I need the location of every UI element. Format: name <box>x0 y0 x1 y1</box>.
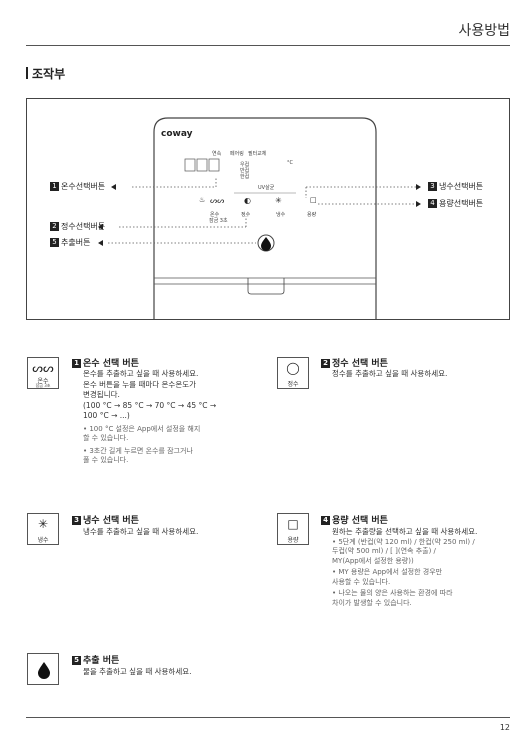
device-outline <box>153 117 377 320</box>
warm-water-icon: ᔕᔕ <box>32 361 54 375</box>
page-number: 12 <box>499 723 510 732</box>
device-capacity-icon: □ <box>310 196 317 204</box>
display-label-filter: 필터교체 <box>248 151 267 157</box>
water-drop-filled-icon <box>38 662 50 679</box>
arrow-warm <box>111 184 116 190</box>
display-digit-3 <box>208 158 220 172</box>
arrow-cold <box>416 184 421 190</box>
capacity-icon-label: 용량 <box>287 537 299 544</box>
snowflake-icon: ✳ <box>37 517 49 531</box>
arrow-capacity <box>416 201 421 207</box>
device-label-warm: 온수 <box>210 212 220 218</box>
device-illustration <box>98 117 421 320</box>
capacity-button-desc: 원하는 추출량을 선택하고 싶을 때 사용하세요. • 5단계 (반컵(약 12… <box>332 527 478 607</box>
device-warm-icon: ᔕᔕ <box>210 196 225 205</box>
device-label-warm-sub: 잠금 3초 <box>209 218 228 224</box>
display-indicator-3: 한컵 <box>240 174 250 180</box>
display-label-pairing: 페어링 <box>230 151 244 157</box>
spout-tray <box>247 278 285 295</box>
control-panel-figure <box>26 98 510 320</box>
warm-button-icon-box: ᔕᔕ 온수 잠금 3초 <box>27 357 59 389</box>
display-indicator-2: 반컵 <box>240 168 250 174</box>
header-divider <box>26 45 510 46</box>
capacity-button-icon-box: □ 용량 <box>277 513 309 545</box>
warm-icon-sublabel: 잠금 3초 <box>35 383 51 388</box>
arrow-pure <box>98 224 103 230</box>
extract-button-icon-box <box>27 653 59 685</box>
pure-button-icon-box: ◯ 정수 <box>277 357 309 389</box>
display-label-continuous: 연속 <box>212 151 222 157</box>
warm-icon-label: 온수 <box>37 378 49 385</box>
warm-button-desc: 온수를 추출하고 싶을 때 사용하세요. 온수 버튼을 누를 때마다 온수온도가… <box>83 369 217 464</box>
display-digit-2 <box>196 158 208 172</box>
device-label-capacity: 용량 <box>307 212 317 218</box>
extract-button-desc: 물을 추출하고 싶을 때 사용하세요. <box>83 667 192 676</box>
cup-icon: □ <box>287 517 299 531</box>
section-title: 조작부 <box>32 67 66 81</box>
device-pure-icon: ◐ <box>244 196 251 205</box>
cold-button-desc: 냉수를 추출하고 싶을 때 사용하세요. <box>83 527 199 536</box>
device-label-cold: 냉수 <box>276 212 286 218</box>
device-label-pure: 정수 <box>241 212 251 218</box>
pure-icon-label: 정수 <box>287 381 299 388</box>
display-digit-1 <box>184 158 196 172</box>
display-unit: °C <box>287 160 293 166</box>
device-mode-icon: ♨ <box>199 196 206 204</box>
brand-logo: coway <box>161 129 193 139</box>
arrow-extract <box>98 240 103 246</box>
display-indicator-1: 우컵 <box>240 162 250 168</box>
cold-button-icon-box: ✳ 냉수 <box>27 513 59 545</box>
section-marker <box>26 67 28 79</box>
device-cold-icon: ✳ <box>275 196 282 205</box>
footer-divider <box>26 717 510 718</box>
uv-label: UV살균 <box>258 185 275 191</box>
cold-icon-label: 냉수 <box>37 537 49 544</box>
page-header-title: 사용방법 <box>458 23 510 39</box>
water-drop-outline-icon: ◯ <box>286 361 300 375</box>
extract-drop-icon <box>261 237 271 251</box>
pure-button-desc: 정수를 추출하고 싶을 때 사용하세요. <box>332 369 448 378</box>
